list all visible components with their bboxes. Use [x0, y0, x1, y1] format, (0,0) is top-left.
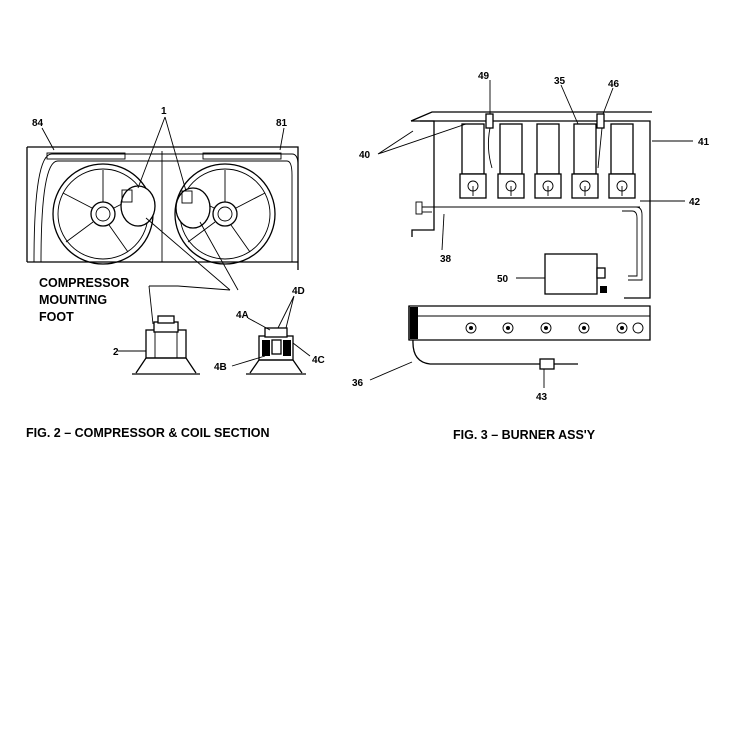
burner-5 [608, 123, 636, 199]
foot-label-line-1: COMPRESSOR [39, 276, 129, 290]
burner-2 [497, 123, 525, 199]
callout-38: 38 [440, 254, 452, 265]
callout-1: 1 [161, 106, 167, 117]
gas-valve [544, 253, 598, 295]
right-compressor [175, 187, 211, 229]
foot-label-line-2: MOUNTING [39, 293, 107, 307]
gas-supply-line [412, 339, 540, 365]
callout-2: 2 [113, 347, 119, 358]
callout-42: 42 [689, 197, 701, 208]
mounting-foot-right [231, 295, 311, 375]
mounting-foot-left [118, 315, 200, 375]
callout-49: 49 [478, 71, 490, 82]
burner-row [459, 123, 636, 199]
igniter [485, 113, 494, 129]
callout-4d: 4D [292, 286, 305, 297]
fig2-compressor-coil-section: 1 84 81 2 4A 4B 4C 4D COMPRESSOR MOUNTIN… [26, 106, 325, 440]
callout-4a: 4A [236, 310, 249, 321]
fig3-caption: FIG. 3 – BURNER ASS'Y [453, 428, 596, 442]
callout-81: 81 [276, 118, 288, 129]
callout-36: 36 [352, 378, 364, 389]
burner-4 [571, 123, 599, 199]
foot-label-line-3: FOOT [39, 310, 74, 324]
burner-1 [459, 123, 487, 199]
fig2-caption: FIG. 2 – COMPRESSOR & COIL SECTION [26, 426, 270, 440]
callout-40: 40 [359, 150, 371, 161]
burner-3 [534, 123, 562, 199]
callout-4c: 4C [312, 355, 325, 366]
callout-46: 46 [608, 79, 620, 90]
fig3-burner-assembly: 49 35 46 40 41 42 38 50 36 43 FIG. 3 – B… [352, 71, 710, 442]
callout-43: 43 [536, 392, 548, 403]
flame-sensor [596, 113, 605, 129]
callout-35: 35 [554, 76, 566, 87]
callout-50: 50 [497, 274, 509, 285]
callout-84: 84 [32, 118, 44, 129]
left-compressor [120, 185, 156, 227]
gas-manifold [408, 305, 651, 341]
callout-4b: 4B [214, 362, 227, 373]
callout-41: 41 [698, 137, 710, 148]
